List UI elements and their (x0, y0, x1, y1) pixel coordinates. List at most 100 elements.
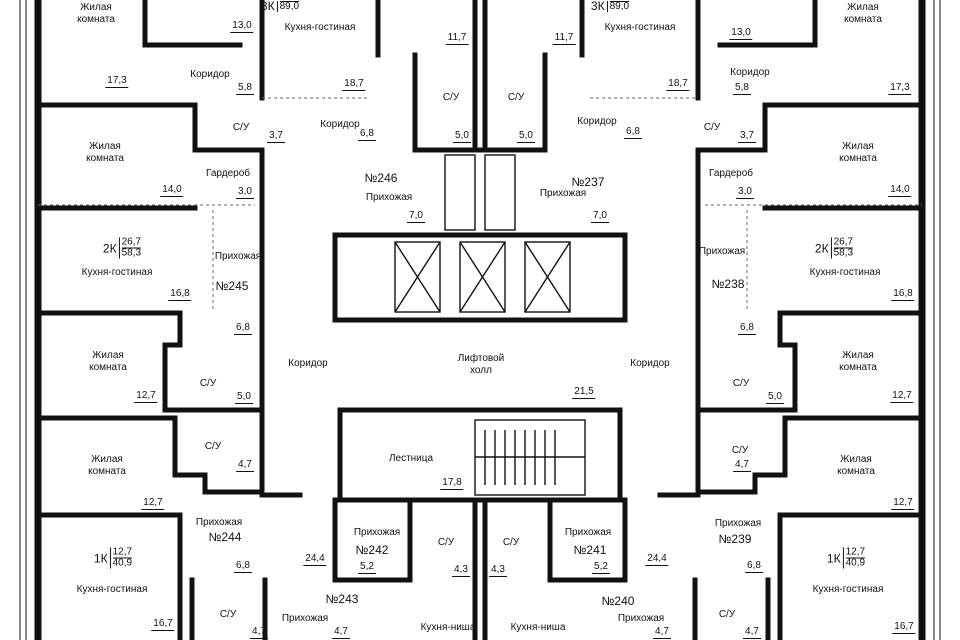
room-area: 17,8 (440, 477, 465, 490)
room-area: 5,0 (453, 130, 471, 143)
room-area: 6,8 (358, 128, 376, 141)
room-area: 3,0 (736, 186, 754, 199)
room-label: Гардероб (709, 168, 753, 179)
room-area: 4,7 (332, 626, 350, 639)
room-label: С/У (442, 92, 460, 103)
room-label: Коридор (288, 358, 328, 369)
room-area: 14,0 (888, 184, 913, 197)
room-label: Коридор (577, 116, 617, 127)
room-label: Кухня-гостиная (604, 22, 676, 33)
room-area: 3,0 (236, 186, 254, 199)
room-area: 12,7 (891, 497, 916, 510)
room-label: Прихожая (539, 188, 587, 199)
room-area: 4,7 (236, 459, 254, 472)
apartment-number: №245 (215, 279, 249, 293)
room-area: 7,0 (591, 210, 609, 223)
apartment-number: №243 (325, 592, 359, 606)
room-area: 12,7 (890, 390, 915, 403)
room-label: Кухня-гостиная (76, 584, 148, 595)
room-label: Лифтовой холл (457, 353, 505, 376)
room-label: С/У (732, 378, 750, 389)
room-label: Прихожая (281, 613, 329, 624)
room-label: С/У (204, 441, 222, 452)
zone-lines (38, 97, 922, 310)
room-area: 11,7 (552, 32, 576, 45)
room-area: 6,8 (624, 126, 642, 139)
room-area: 12,7 (141, 497, 166, 510)
room-label: Коридор (730, 67, 770, 78)
apartment-number: №239 (718, 532, 752, 546)
room-label: Прихожая (195, 517, 243, 528)
room-label: Кухня-ниша (420, 622, 476, 633)
room-label: Жилая комната (88, 454, 126, 477)
room-label: С/У (718, 609, 736, 620)
room-area: 4,3 (489, 564, 507, 577)
room-label: Прихожая (698, 246, 746, 257)
room-label: Прихожая (214, 251, 262, 262)
room-area: 14,0 (160, 184, 185, 197)
room-area: 17,3 (888, 82, 913, 95)
room-label: Кухня-гостиная (284, 22, 356, 33)
room-area: 16,8 (168, 288, 193, 301)
room-label: Гардероб (206, 168, 250, 179)
room-area: 11,7 (445, 32, 469, 45)
stair (474, 419, 586, 496)
room-area: 16,8 (891, 288, 916, 301)
apartment-number: №242 (355, 543, 389, 557)
room-area: 3,7 (267, 130, 285, 143)
room-label: Жилая комната (839, 141, 877, 164)
room-label: С/У (199, 378, 217, 389)
room-area: 4,3 (452, 564, 470, 577)
room-area: 7,0 (407, 210, 425, 223)
room-label: Жилая комната (844, 2, 882, 25)
room-label: Прихожая (365, 192, 413, 203)
room-area: 5,0 (766, 391, 784, 404)
room-label: Кухня-гостиная (809, 267, 881, 278)
room-area: 6,8 (234, 322, 252, 335)
room-label: Лестница (388, 453, 434, 464)
window-lines (19, 0, 941, 640)
room-label: Коридор (320, 119, 360, 130)
room-label: Жилая комната (86, 141, 124, 164)
room-area: 5,8 (236, 82, 254, 95)
room-label: Жилая комната (89, 350, 127, 373)
room-area: 13,0 (230, 20, 255, 33)
room-area: 16,7 (892, 621, 917, 634)
room-area: 5,2 (592, 561, 610, 574)
room-label: Жилая комната (77, 2, 115, 25)
room-label: С/У (703, 122, 721, 133)
room-area: 12,7 (134, 390, 159, 403)
room-area: 21,5 (572, 386, 597, 399)
room-area: 5,0 (517, 130, 535, 143)
room-area: 24,4 (303, 553, 328, 566)
room-label: С/У (437, 537, 455, 548)
room-area: 24,4 (645, 553, 670, 566)
lift-shafts (394, 154, 571, 313)
room-area: 4,7 (653, 626, 671, 639)
partition-walls (35, 0, 925, 640)
room-area: 4,7 (250, 626, 268, 639)
room-area: 6,8 (738, 322, 756, 335)
apartment-number: №237 (571, 175, 605, 189)
room-label: Жилая комната (837, 454, 875, 477)
room-area: 3,7 (738, 130, 756, 143)
room-label: Прихожая (353, 527, 401, 538)
room-area: 5,8 (733, 82, 751, 95)
room-label: Коридор (190, 69, 230, 80)
room-label: С/У (219, 609, 237, 620)
apartment-number: №238 (711, 277, 745, 291)
room-area: 4,7 (733, 459, 751, 472)
room-label: Коридор (630, 358, 670, 369)
apartment-number: №240 (601, 594, 635, 608)
apartment-badge: 3К 89,0 (260, 0, 300, 13)
room-area: 5,2 (358, 561, 376, 574)
room-label: С/У (232, 122, 250, 133)
room-area: 17,3 (105, 75, 130, 88)
apartment-number: №241 (573, 543, 607, 557)
room-area: 18,7 (666, 78, 691, 91)
